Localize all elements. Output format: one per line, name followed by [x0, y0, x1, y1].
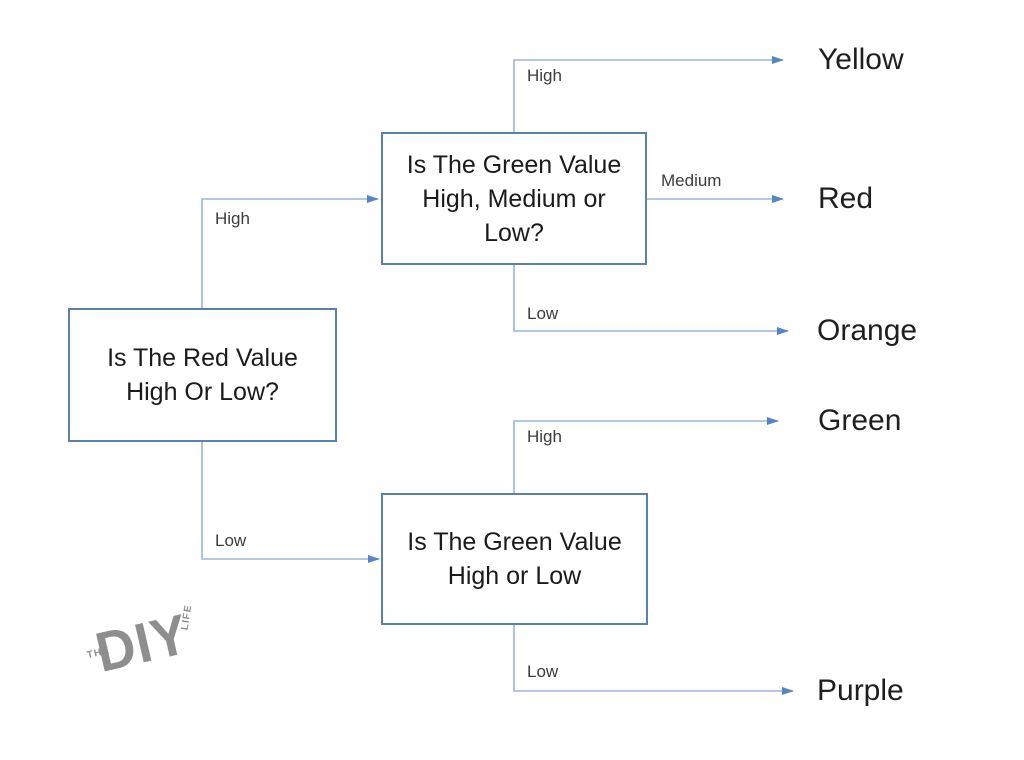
decision-node-red-value: Is The Red Value High Or Low?: [68, 308, 337, 442]
logo-life-text: LIFE: [179, 603, 195, 631]
connector-bottom-high: [513, 417, 779, 493]
decision-question: Is The Green Value High, Medium or Low?: [406, 150, 622, 247]
connector-root-low: [201, 442, 380, 563]
connector-top-high: [513, 56, 784, 132]
branch-label-root-high: High: [215, 209, 250, 228]
branch-label-top-low: Low: [527, 304, 559, 323]
branch-label-top-high: High: [527, 66, 562, 85]
decision-node-green-value-hml: Is The Green Value High, Medium or Low?: [381, 132, 647, 265]
connector-bottom-low: [513, 625, 794, 695]
branch-label-bottom-low: Low: [527, 662, 559, 681]
connector-root-high: [201, 195, 379, 308]
logo-diy-text: DIY: [90, 602, 195, 685]
outcome-label-orange: Orange: [817, 314, 918, 347]
decision-node-green-value-hl: Is The Green Value High or Low: [381, 493, 648, 625]
connector-top-low: [513, 265, 789, 335]
outcome-label-green: Green: [818, 404, 902, 437]
branch-label-root-low: Low: [215, 531, 247, 550]
outcome-label-yellow: Yellow: [818, 43, 904, 76]
branch-label-top-medium: Medium: [661, 171, 722, 190]
branch-label-bottom-high: High: [527, 427, 562, 446]
decision-question: Is The Green Value High or Low: [407, 528, 622, 590]
decision-question: Is The Red Value High Or Low?: [107, 344, 298, 406]
outcome-label-purple: Purple: [817, 674, 904, 707]
outcome-label-red: Red: [818, 182, 874, 215]
